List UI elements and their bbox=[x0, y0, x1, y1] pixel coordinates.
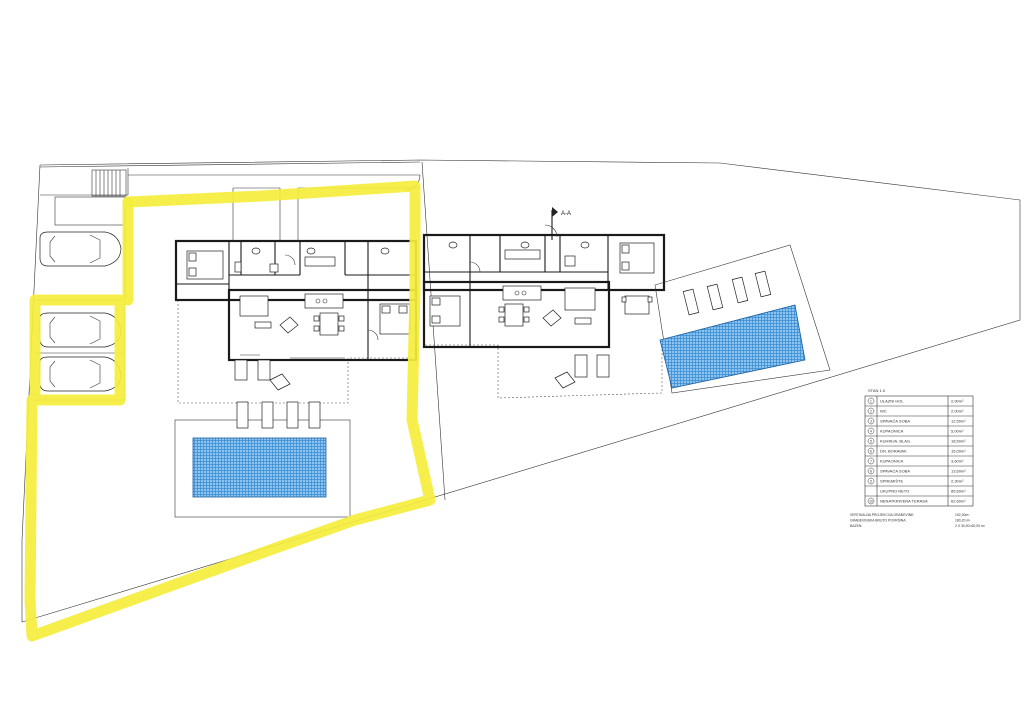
car-3 bbox=[39, 356, 122, 392]
legend-row: 6 DN. BORAVAK 15,00m² bbox=[867, 447, 966, 455]
legend-row: 4 KUPAONICA 5,00m² bbox=[867, 427, 964, 435]
room-number: 9 bbox=[870, 479, 872, 483]
entrance-stairs bbox=[91, 169, 127, 197]
legend-row: 3 SPAVAĆA SOBA 12,50m² bbox=[867, 417, 966, 425]
room-number: 8 bbox=[870, 469, 872, 473]
unit-left bbox=[174, 174, 421, 518]
room-area: 5,00m² bbox=[951, 429, 964, 434]
unit-right: A-A bbox=[422, 207, 666, 399]
room-name: NENATKRIVENA TERASA bbox=[880, 499, 928, 504]
room-area: 85,60m² bbox=[951, 489, 966, 494]
room-number-circle bbox=[867, 467, 875, 475]
room-area: 18,50m² bbox=[951, 439, 966, 444]
pool-left bbox=[192, 437, 327, 498]
room-number-circle bbox=[867, 447, 875, 455]
room-number: 6 bbox=[870, 449, 872, 453]
room-number: 7 bbox=[870, 459, 872, 463]
summary-label: GRAĐEVINSKA BRUTO POVRŠINA: bbox=[850, 518, 907, 523]
legend-row: UKUPNO NETO 85,60m² bbox=[880, 489, 966, 494]
legend-row: 2 WC 2,00m² bbox=[867, 407, 964, 415]
room-name: WC bbox=[880, 409, 887, 414]
car-2 bbox=[39, 312, 122, 348]
room-number-circle bbox=[867, 407, 875, 415]
room-name: KUPAONICA bbox=[880, 429, 904, 434]
area-summary: VERTIKALNA PROJEKCIJA GRAĐEVINE: 192,20m²… bbox=[850, 513, 986, 528]
room-number-circle bbox=[867, 437, 875, 445]
legend-title: STAN 1.0 bbox=[868, 388, 886, 393]
site-boundary bbox=[21, 159, 1021, 623]
room-number-circle bbox=[867, 457, 875, 465]
room-area: 15,00m² bbox=[951, 449, 966, 454]
section-marker-label: A-A bbox=[561, 211, 571, 217]
legend-row: 1 ULAZNI HOL 2,90m² bbox=[867, 397, 964, 405]
room-area: 12,50m² bbox=[951, 419, 966, 424]
legend-row: 10 NENATKRIVENA TERASA 62,60m² bbox=[867, 497, 966, 505]
room-number-circle bbox=[867, 477, 875, 485]
room-number: 10 bbox=[869, 499, 873, 503]
room-name: UKUPNO NETO bbox=[880, 489, 909, 494]
room-name: DN. BORAVAK bbox=[880, 449, 907, 454]
room-number: 5 bbox=[870, 439, 872, 443]
car-1 bbox=[39, 231, 122, 267]
legend-row: 7 KUPAONICA 3,60m² bbox=[867, 457, 964, 465]
summary-value: 192,20m² bbox=[955, 513, 970, 517]
summary-label: BAZEN: bbox=[850, 524, 862, 528]
room-area: 2,30m² bbox=[951, 479, 964, 484]
room-name: KUHINJA, BLAG. bbox=[880, 439, 911, 444]
room-number: 1 bbox=[870, 399, 872, 403]
room-number-circle bbox=[867, 497, 875, 505]
room-name: SPREMIŠTE bbox=[880, 479, 903, 484]
legend-row: 5 KUHINJA, BLAG. 18,50m² bbox=[867, 437, 966, 445]
room-name: SPAVAĆA SOBA bbox=[880, 469, 910, 474]
room-number: 2 bbox=[870, 409, 872, 413]
room-area: 2,00m² bbox=[951, 409, 964, 414]
legend-row: 8 SPAVAĆA SOBA 13,60m² bbox=[867, 467, 966, 475]
room-number-circle bbox=[867, 397, 875, 405]
room-number-circle bbox=[867, 427, 875, 435]
room-area: 3,60m² bbox=[951, 459, 964, 464]
summary-label: VERTIKALNA PROJEKCIJA GRAĐEVINE: bbox=[850, 513, 914, 517]
summary-value: 2 X 30,00=60,00 m² bbox=[955, 524, 986, 528]
room-area: 62,60m² bbox=[951, 499, 966, 504]
room-name: KUPAONICA bbox=[880, 459, 904, 464]
room-number: 3 bbox=[870, 419, 872, 423]
room-number-circle bbox=[867, 417, 875, 425]
room-area: 13,60m² bbox=[951, 469, 966, 474]
legend-row: 9 SPREMIŠTE 2,30m² bbox=[867, 477, 964, 485]
room-name: SPAVAĆA SOBA bbox=[880, 419, 910, 424]
pool-terrace-right bbox=[654, 244, 831, 394]
room-area: 2,90m² bbox=[951, 399, 964, 404]
plot-highlight bbox=[24, 180, 436, 642]
pool-right bbox=[659, 304, 806, 389]
summary-value: 180,20 m² bbox=[955, 519, 971, 523]
room-name: ULAZNI HOL bbox=[880, 399, 904, 404]
room-number: 4 bbox=[870, 429, 872, 433]
